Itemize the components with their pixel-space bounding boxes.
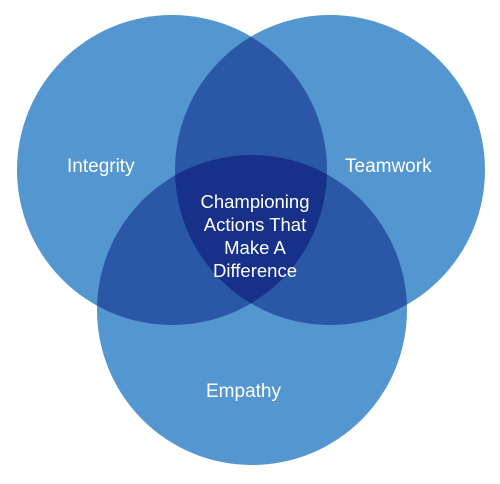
center-label-line: Make A xyxy=(224,237,286,258)
center-label-line: Championing xyxy=(200,191,310,212)
center-label: Championing Actions That Make A Differen… xyxy=(150,190,360,282)
teamwork-label: Teamwork xyxy=(345,156,432,177)
empathy-label: Empathy xyxy=(206,381,281,402)
center-label-line: Difference xyxy=(213,260,297,281)
integrity-label: Integrity xyxy=(67,156,135,177)
center-label-line: Actions That xyxy=(203,214,307,235)
